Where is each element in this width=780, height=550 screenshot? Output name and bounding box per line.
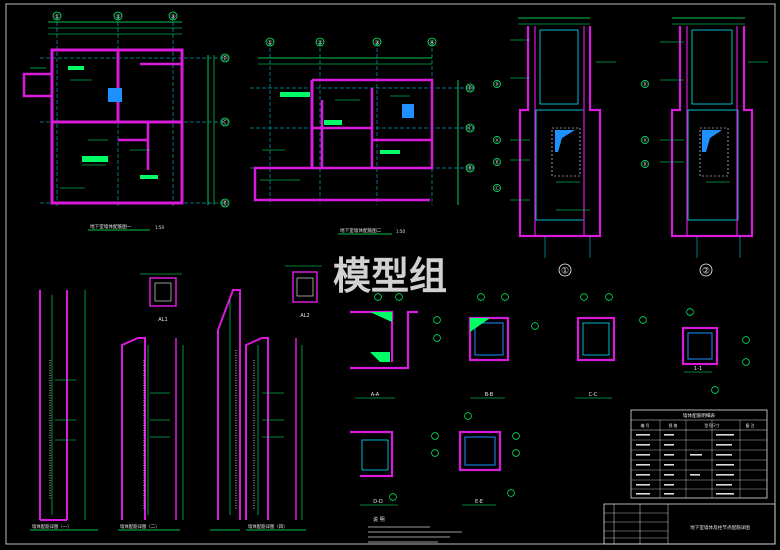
wall-section-3 (210, 289, 241, 531)
plan-1: ① ② ③ Ⓓ Ⓒ Ⓑ 地下室墙体配筋图一 1:50 (22, 11, 230, 231)
axis-label: Ⓓ (222, 55, 228, 63)
plan-scale: 1:50 (396, 229, 405, 234)
section-ee: E-E (458, 412, 520, 506)
table-header: 规 格 (669, 423, 678, 428)
wall-section-title: 墙体配筋详图（四） (248, 523, 288, 530)
wall-section-title: 墙体配筋详图（一） (32, 523, 72, 530)
title-block: 地下室墙体及柱节点配筋详图 (603, 503, 776, 545)
axis-label: Ⓑ (494, 159, 499, 166)
section-label: E-E (475, 499, 483, 505)
section-label: B-B (485, 392, 494, 398)
detail-al2: AL2 (285, 265, 322, 319)
axis-label: Ⓐ (494, 137, 499, 144)
section-aa: A-A (350, 293, 441, 399)
plan-title: 地下室墙体配筋图二 (340, 227, 382, 234)
axis-label: ④ (429, 40, 434, 47)
section-label: D-D (373, 499, 383, 505)
sheet-border (5, 3, 776, 545)
section-bb: B-B (468, 293, 539, 399)
elevation-2: Ⓓ Ⓐ Ⓑ ② (641, 17, 768, 277)
axis-label: Ⓑ (642, 161, 647, 168)
axis-label: Ⓓ (467, 85, 473, 93)
axis-label: ② (317, 40, 323, 47)
axis-label: Ⓒ (467, 125, 473, 133)
plan-scale: 1:50 (155, 225, 164, 230)
table-header: 编 号 (641, 423, 650, 428)
section-label: 1-1 (694, 366, 702, 372)
detail-label: AL1 (158, 317, 167, 323)
table-header: 备 注 (746, 423, 755, 428)
detail-al1: AL1 (140, 273, 182, 323)
axis-label: ① (267, 40, 272, 47)
table-title: 墙体配筋明细表 (683, 412, 716, 419)
section-cc: C-C (575, 293, 647, 399)
axis-label: ③ (170, 14, 175, 21)
notes-heading: 说 明 (373, 516, 385, 523)
axis-label: ③ (374, 40, 379, 47)
wall-section-2: 墙体配筋详图（二） (118, 337, 184, 531)
elevation-marker: ② (702, 267, 710, 277)
plan-title: 地下室墙体配筋图一 (90, 223, 132, 230)
rebar-table: 墙体配筋明细表 编 号 规 格 型号尺寸 备 注 (630, 409, 768, 499)
section-dd: D-D (350, 430, 439, 506)
wall-section-4: 墙体配筋详图（四） (245, 337, 306, 531)
axis-label: Ⓑ (222, 200, 228, 208)
axis-label: Ⓑ (467, 165, 473, 173)
axis-label: ① (54, 14, 59, 21)
axis-label: ② (115, 14, 121, 21)
drawing-name: 地下室墙体及柱节点配筋详图 (690, 524, 750, 531)
notes: 说 明 (368, 516, 462, 543)
elevation-marker: ① (561, 267, 569, 277)
section-label: C-C (589, 392, 598, 398)
detail-label: AL2 (300, 313, 309, 319)
axis-label: Ⓓ (642, 81, 647, 88)
wall-section-1: 墙体配筋详图（一） (30, 290, 98, 531)
section-11: 1-1 (681, 308, 750, 394)
axis-label: Ⓒ (222, 119, 228, 127)
axis-label: Ⓐ (642, 137, 647, 144)
elevation-1: Ⓓ Ⓐ Ⓑ Ⓒ ① (493, 17, 616, 277)
watermark: 模型组 (333, 254, 447, 298)
axis-label: Ⓓ (494, 81, 499, 88)
plan-2: ① ② ③ ④ Ⓓ Ⓒ Ⓑ 地下室墙体配筋图二 1:50 (250, 37, 475, 235)
wall-section-title: 墙体配筋详图（二） (120, 523, 160, 530)
table-header: 型号尺寸 (704, 423, 719, 428)
section-label: A-A (371, 392, 380, 398)
axis-label: Ⓒ (494, 185, 499, 192)
